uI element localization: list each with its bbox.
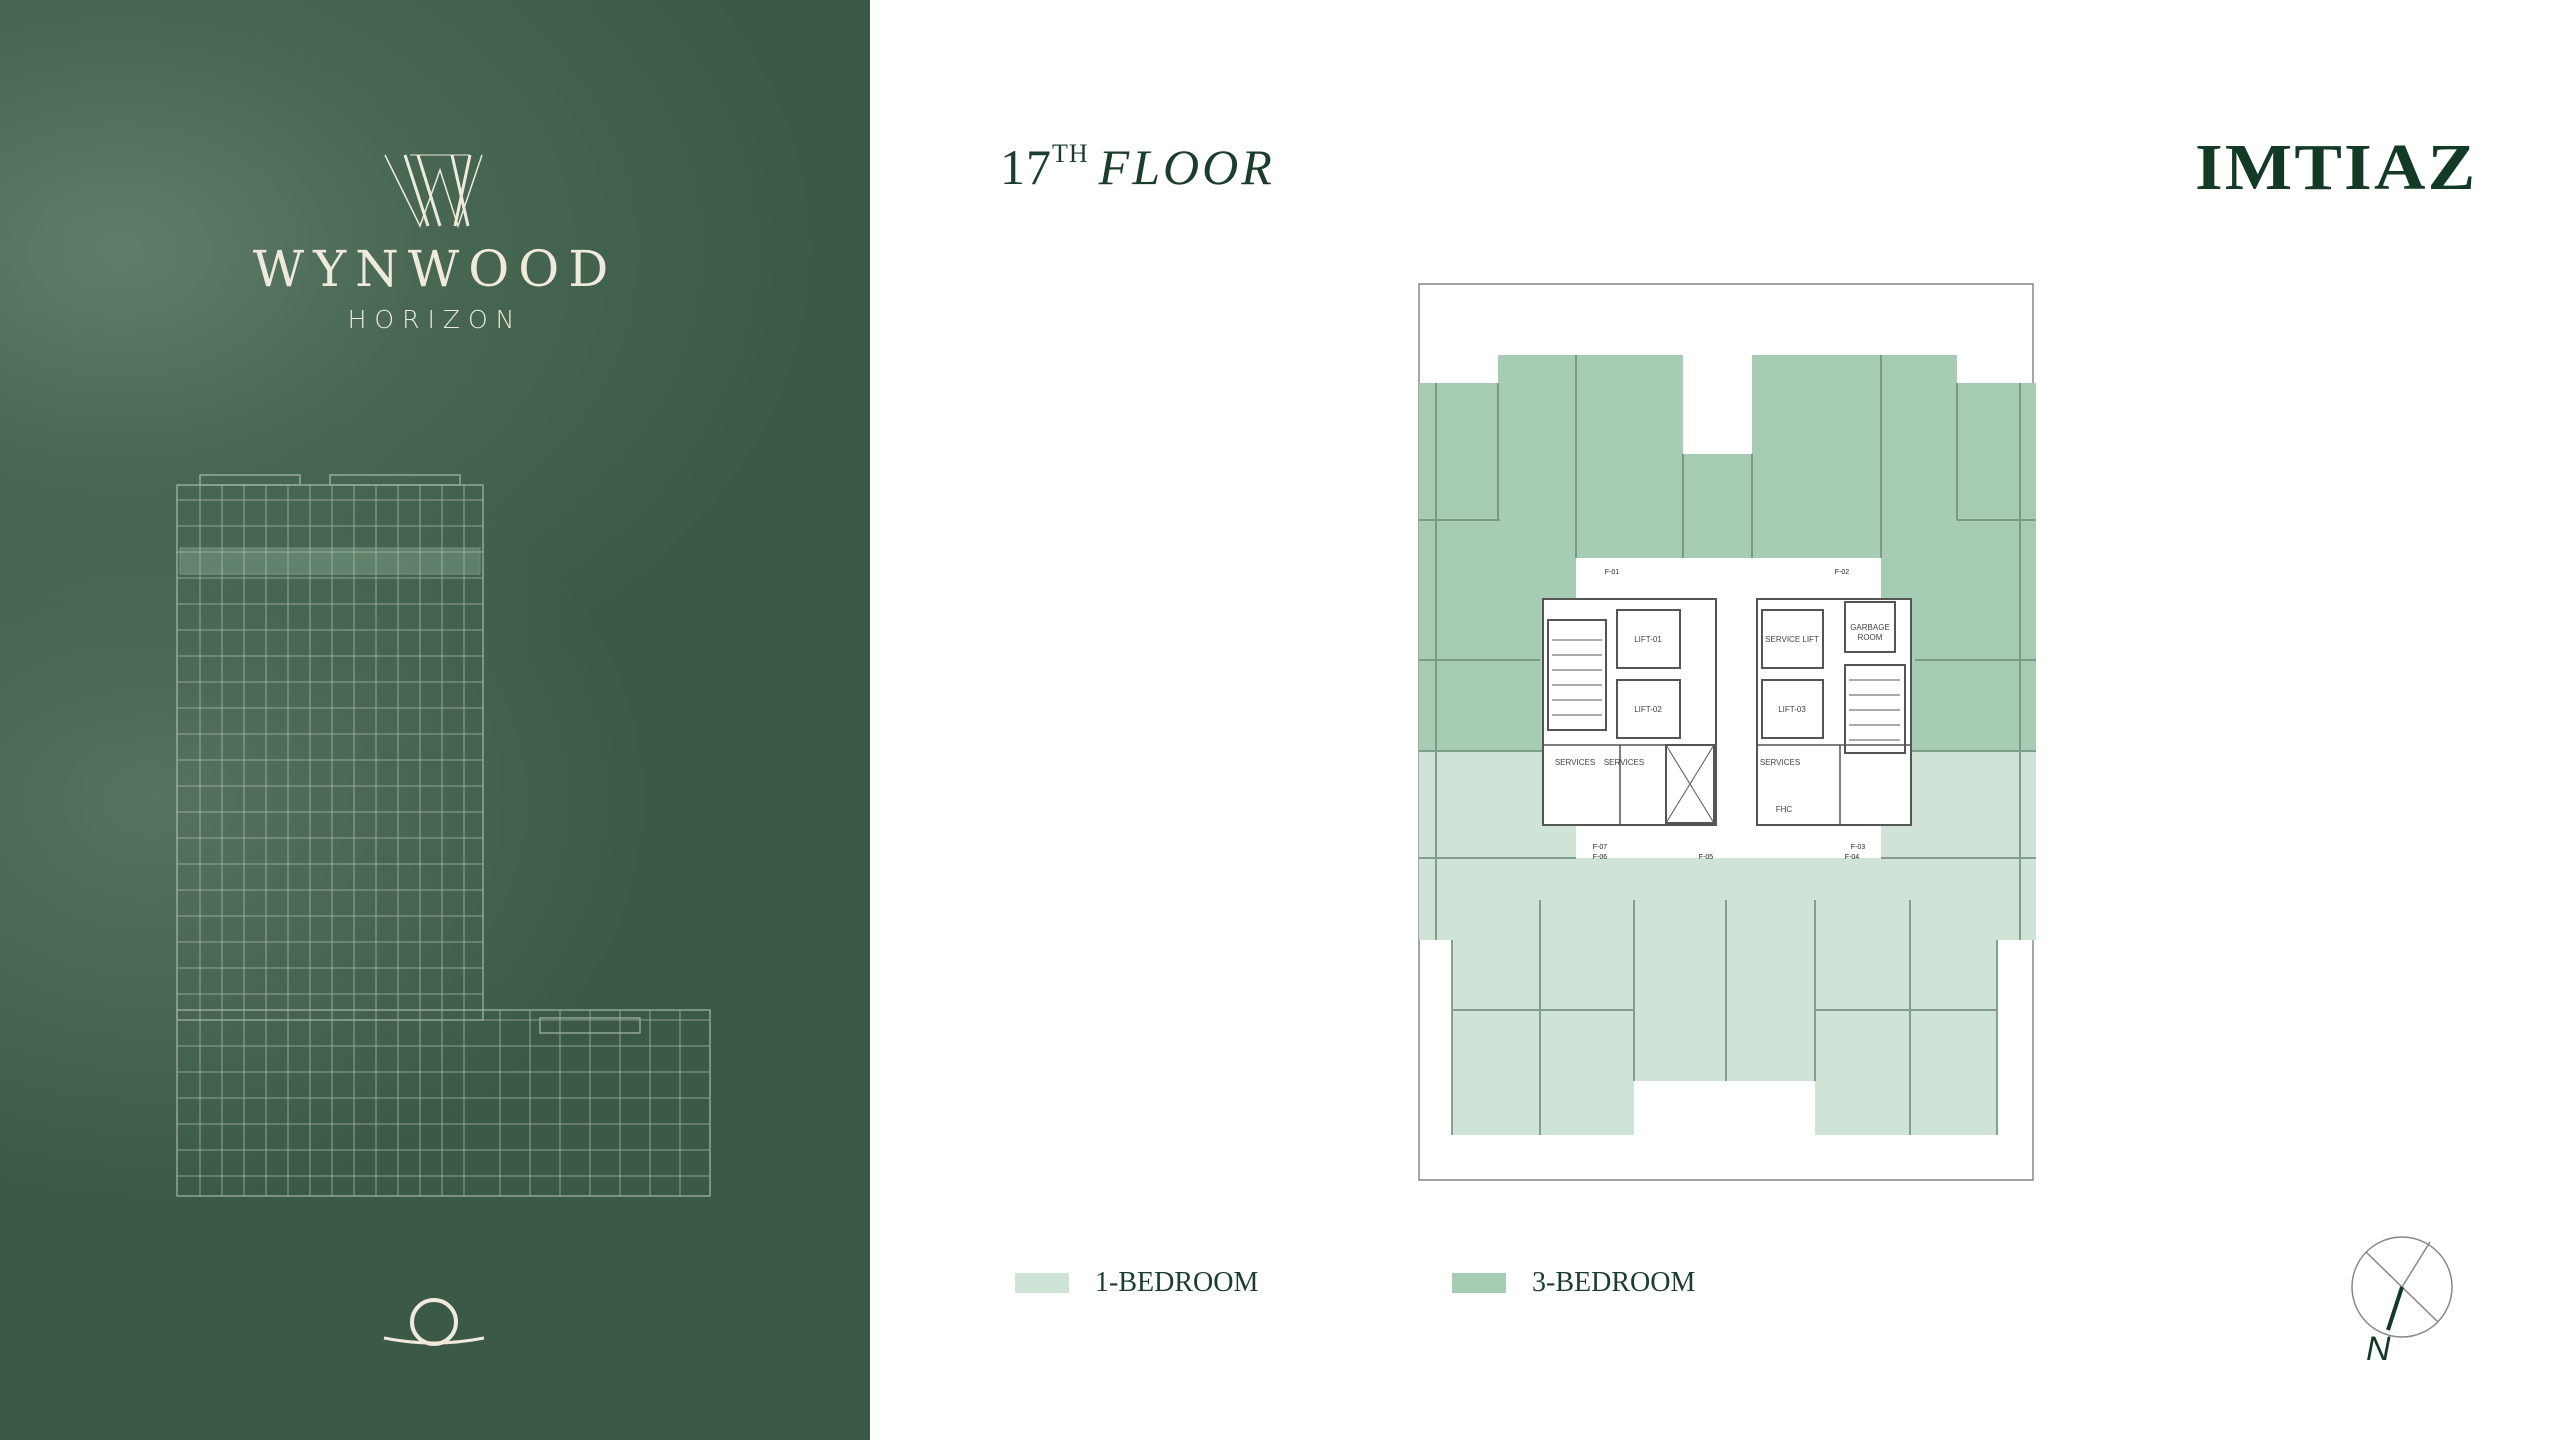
swatch-1-bedroom [1015, 1273, 1069, 1293]
floor-suffix: TH [1052, 139, 1089, 168]
exit-markers: F-01 F-02 F-03 F-04 F-05 F-06 F-07 [1593, 569, 1866, 861]
marker-f02: F-02 [1835, 569, 1850, 576]
floor-number: 17 [1000, 139, 1052, 195]
compass-ring [2351, 1236, 2453, 1338]
marker-f06: F-06 [1593, 854, 1608, 861]
legend-1-bedroom: 1-BEDROOM [1015, 1267, 1258, 1299]
legend-label: 3-BEDROOM [1532, 1267, 1696, 1298]
legend-label: 1-BEDROOM [1095, 1267, 1259, 1298]
building-elevation [176, 474, 711, 1197]
unit-walls [1419, 355, 2036, 1135]
lift-03 [1761, 679, 1824, 739]
swatch-3-bedroom [1452, 1273, 1506, 1293]
brand-name: WYNWOOD [252, 240, 618, 298]
label-lift-03: LIFT-03 [1778, 705, 1806, 714]
core [1542, 598, 1912, 826]
brand-panel: WYNWOOD HORIZON [0, 0, 870, 1440]
brand-subtitle: HORIZON [347, 305, 523, 334]
brand-graphics [176, 154, 711, 1346]
label-service-lift: SERVICE LIFT [1765, 635, 1819, 644]
three-bedroom-zone[interactable] [1419, 355, 2036, 751]
legend-3-bedroom: 3-BEDROOM [1452, 1267, 1695, 1299]
lift-02 [1616, 679, 1681, 739]
marker-f01: F-01 [1605, 569, 1620, 576]
service-lift [1761, 609, 1824, 669]
garbage-room [1844, 601, 1896, 653]
floor-word: FLOOR [1098, 139, 1275, 195]
label-room: ROOM [1858, 633, 1883, 642]
one-bedroom-zone[interactable] [1419, 751, 2036, 1135]
room-labels: LIFT-01 LIFT-02 SERVICE LIFT LIFT-03 GAR… [1555, 623, 1890, 814]
label-services-2: SERVICES [1604, 758, 1644, 767]
marker-f04: F-04 [1845, 854, 1860, 861]
compass: N [2351, 1236, 2453, 1368]
marker-f05: F-05 [1699, 854, 1714, 861]
wynwood-logo-mark [384, 154, 483, 229]
elevation-grid [177, 485, 710, 1196]
label-lift-02: LIFT-02 [1634, 705, 1662, 714]
marker-f07: F-07 [1593, 844, 1608, 851]
marker-f03: F-03 [1851, 844, 1866, 851]
stair-left [1547, 619, 1607, 731]
label-services-3: SERVICES [1760, 758, 1800, 767]
north-label: N [2366, 1330, 2391, 1368]
horizon-emblem [383, 1298, 485, 1346]
compass-lines [2365, 1241, 2439, 1323]
label-services-1: SERVICES [1555, 758, 1595, 767]
lift-01 [1616, 609, 1681, 669]
floor-title: 17TH FLOOR [1000, 138, 1275, 196]
developer-logo: IMTIAZ [2195, 131, 2478, 204]
label-fhc: FHC [1776, 805, 1793, 814]
north-needle-icon [2386, 1286, 2404, 1331]
label-garbage: GARBAGE [1850, 623, 1890, 632]
label-lift-01: LIFT-01 [1634, 635, 1662, 644]
